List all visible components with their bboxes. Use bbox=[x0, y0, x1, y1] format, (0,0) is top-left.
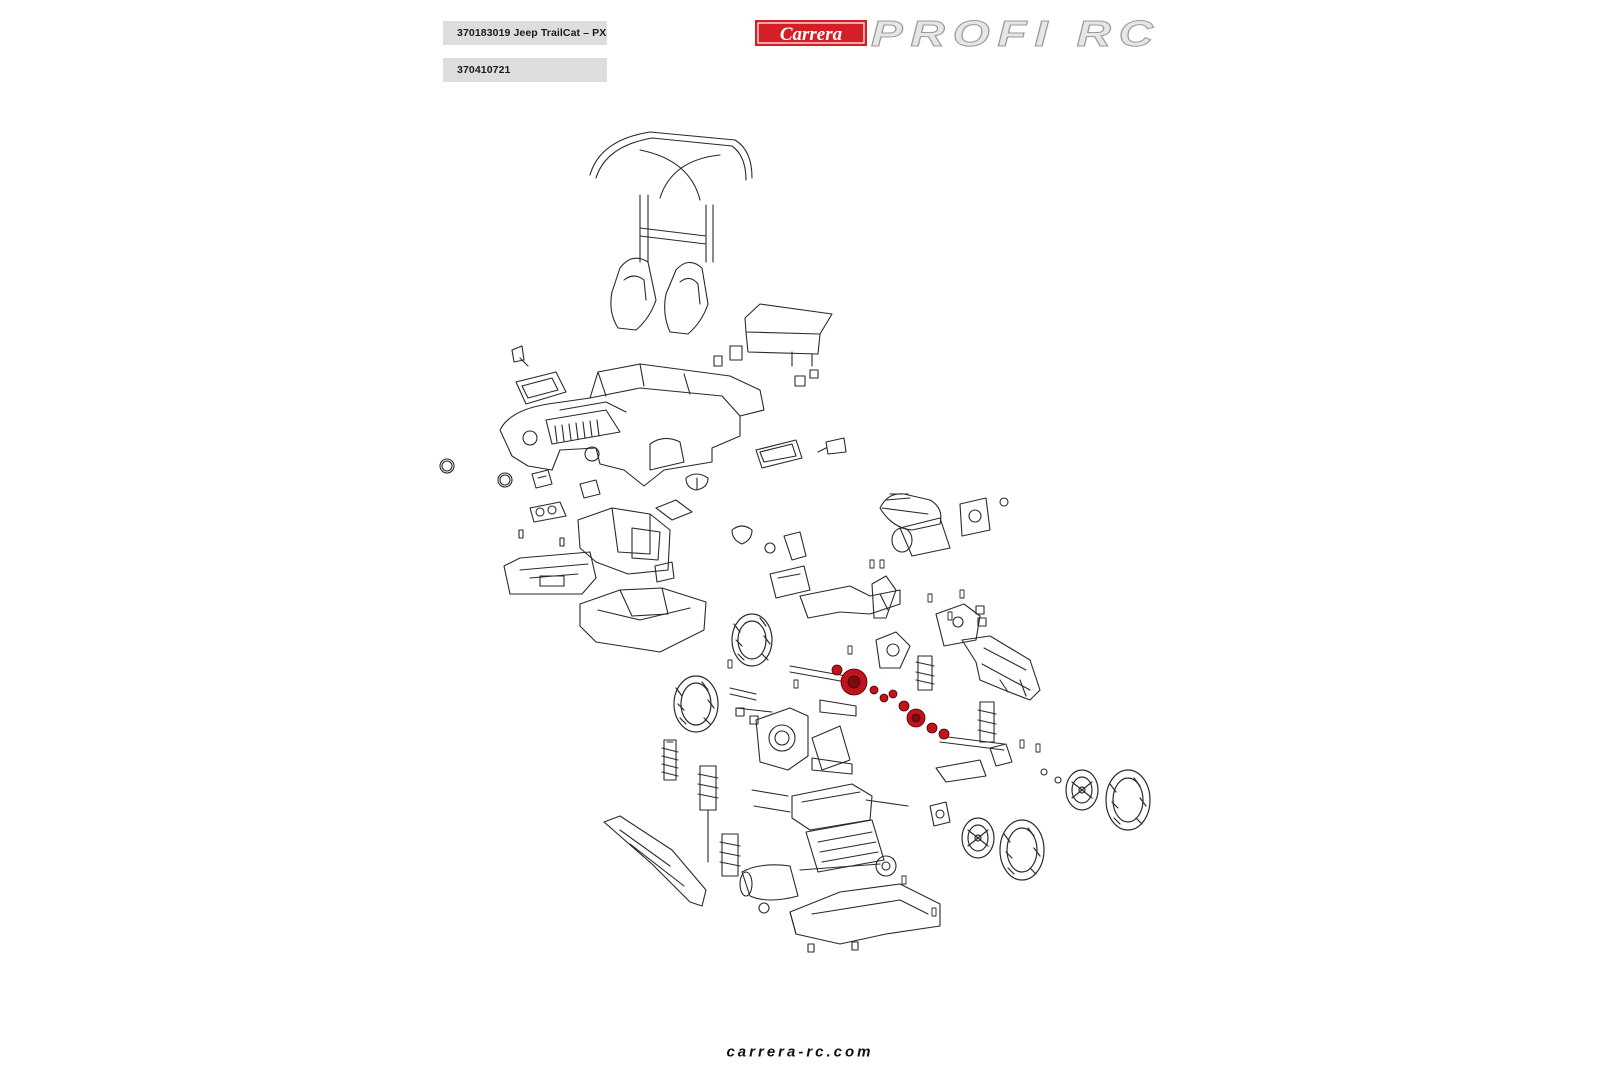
part-number-label: 370183019 Jeep TrailCat – PX bbox=[443, 21, 607, 45]
tire-front-upper bbox=[731, 613, 773, 667]
seats bbox=[610, 257, 709, 335]
interior-panel bbox=[713, 303, 833, 387]
front-skid-plate bbox=[603, 815, 707, 907]
floor-pan bbox=[579, 587, 707, 653]
jeep-body-shell bbox=[499, 363, 765, 487]
spare-part-number-text: 370410721 bbox=[457, 64, 511, 76]
carrera-logo-text: Carrera bbox=[780, 24, 843, 45]
spare-part-number-label: 370410721 bbox=[443, 58, 607, 82]
shock-absorbers bbox=[661, 655, 997, 877]
rear-rim-upper bbox=[1065, 769, 1099, 811]
rear-rim-lower bbox=[961, 817, 995, 859]
mirrors-and-side-windows bbox=[511, 345, 847, 469]
carrera-logo-badge bbox=[755, 20, 867, 46]
center-chassis-rail bbox=[799, 575, 901, 619]
inner-fender bbox=[577, 499, 693, 583]
carrera-profi-rc-logo: Carrera PROFI RC bbox=[755, 16, 1161, 50]
part-number-text: 370183019 Jeep TrailCat – PX bbox=[457, 27, 607, 39]
tire-rear-lower bbox=[999, 819, 1045, 881]
small-hardware-front bbox=[518, 469, 709, 547]
rear-mount bbox=[935, 603, 987, 647]
motor-assembly bbox=[879, 493, 1009, 557]
suspension-arms bbox=[729, 687, 987, 813]
front-gearbox bbox=[735, 707, 851, 771]
battery-tray bbox=[791, 783, 885, 873]
website-url[interactable]: carrera-rc.com bbox=[726, 1043, 874, 1061]
screws bbox=[727, 559, 1041, 917]
rear-bumper bbox=[961, 635, 1041, 701]
headlight-lenses bbox=[439, 458, 513, 488]
tire-front-lower bbox=[673, 675, 719, 733]
main-chassis bbox=[789, 883, 941, 953]
highlighted-diff-parts bbox=[831, 664, 950, 740]
center-driveshafts bbox=[789, 631, 1005, 751]
profi-rc-logo-text: PROFI RC bbox=[871, 16, 1161, 50]
steering-servo bbox=[731, 525, 811, 599]
battery-pack bbox=[739, 855, 897, 914]
rear-hub bbox=[929, 743, 1062, 827]
roll-cage bbox=[589, 131, 753, 263]
tire-rear-upper bbox=[1105, 769, 1151, 831]
front-bumper bbox=[503, 551, 597, 595]
